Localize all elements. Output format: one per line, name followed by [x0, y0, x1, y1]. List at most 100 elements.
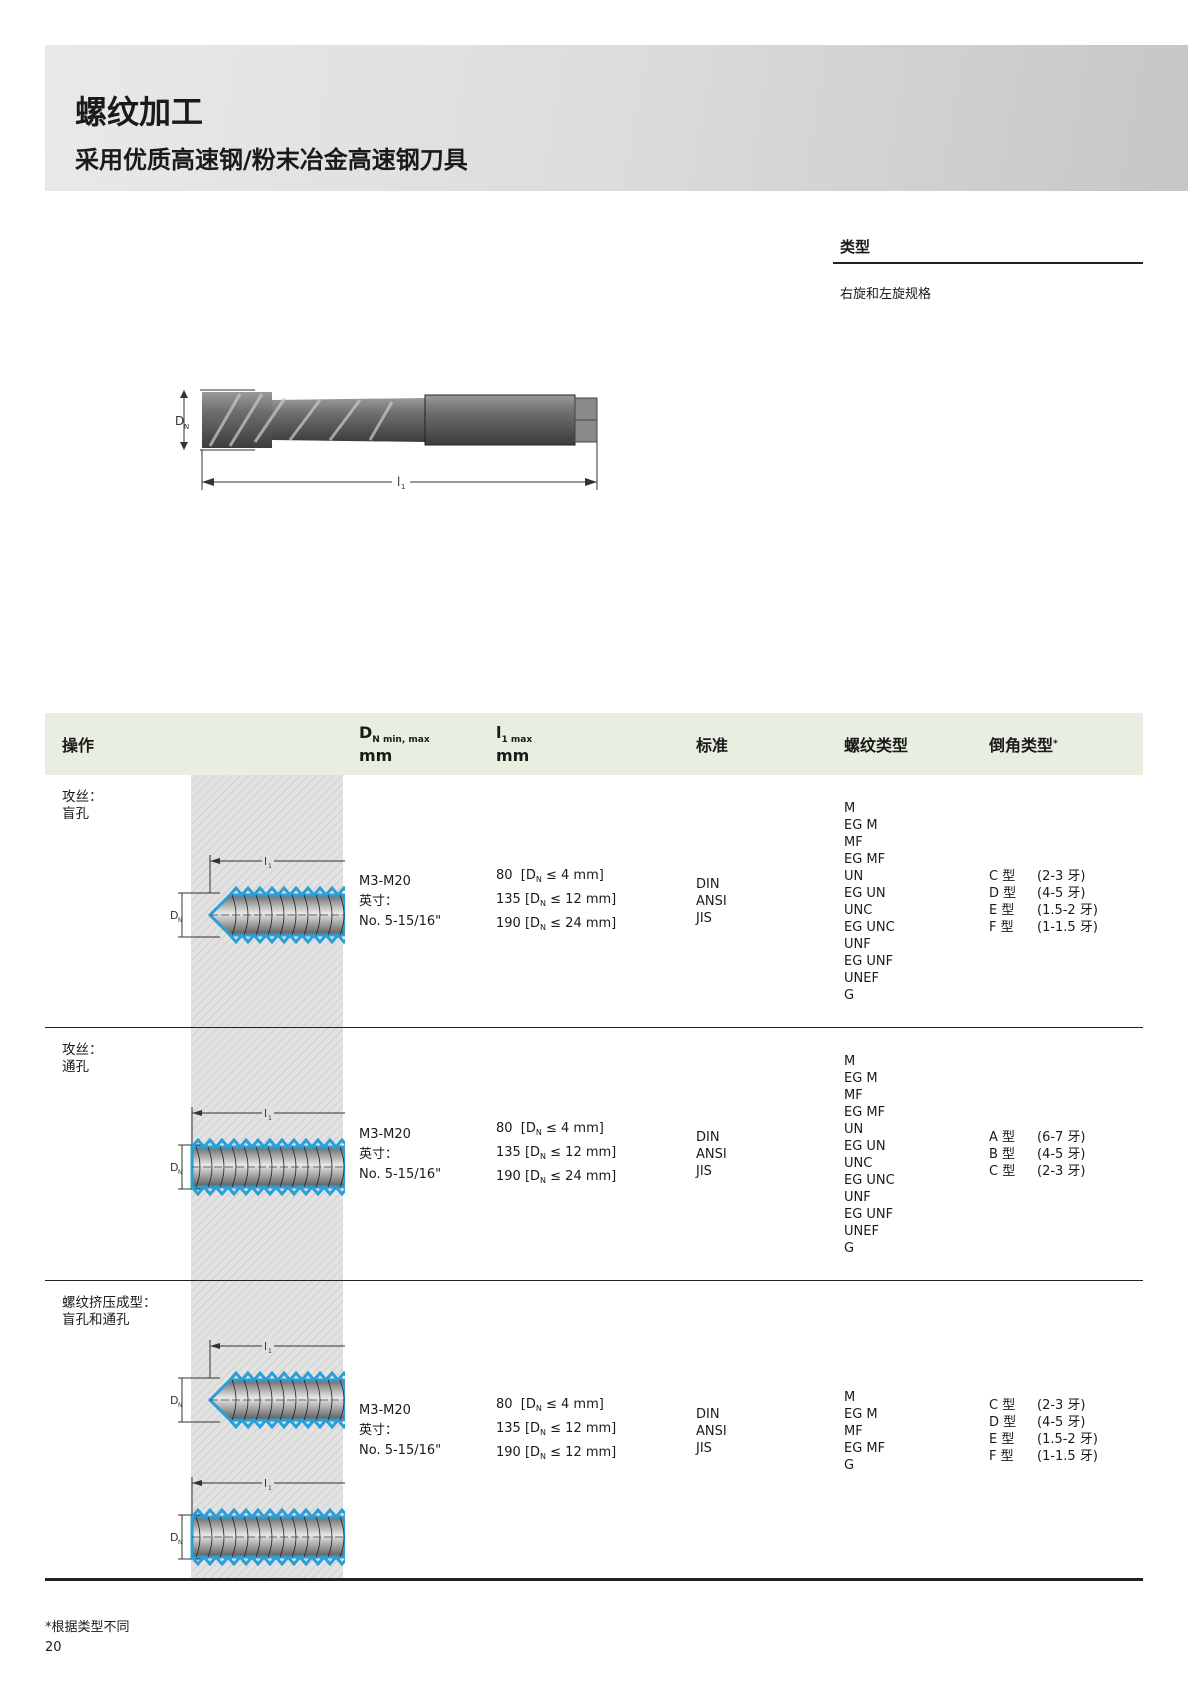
l1-sub: N	[540, 1151, 547, 1161]
col-chamfer: 倒角类型*	[989, 713, 1058, 775]
chamfer-threads: (1-1.5 牙)	[1037, 1449, 1098, 1464]
chamfer-threads: (2-3 牙)	[1037, 1398, 1086, 1413]
svg-text:D: D	[175, 414, 184, 428]
operation-text: 攻丝：	[62, 789, 103, 805]
chamfer-line: B 型(4-5 牙)	[989, 1146, 1086, 1163]
chamfer-threads: (2-3 牙)	[1037, 868, 1086, 884]
chamfer-type: B 型	[989, 1147, 1016, 1162]
svg-text:l: l	[264, 1340, 267, 1353]
dn-value: 英寸：	[359, 1146, 399, 1162]
l1-value: 80 [DN ≤ 4 mm]	[496, 1395, 616, 1419]
thread-type-value: MF	[844, 1087, 863, 1103]
l1-sub: N	[535, 1127, 542, 1137]
chamfer-type: F 型	[989, 1449, 1014, 1464]
standard-value: ANSI	[696, 1147, 727, 1162]
l1-range: ≤ 4 mm]	[541, 867, 604, 883]
thread-type-value: UNEF	[844, 970, 879, 986]
dn-value: M3-M20	[359, 873, 411, 889]
thread-type-value: UNC	[844, 1155, 873, 1171]
l1-cell: 80 [DN ≤ 4 mm]135 [DN ≤ 12 mm]190 [DN ≤ …	[496, 1028, 616, 1281]
thread-type-value: G	[844, 1240, 855, 1256]
svg-text:N: N	[178, 1169, 183, 1176]
l1-range: ≤ 4 mm]	[541, 1120, 604, 1136]
svg-text:1: 1	[268, 1115, 272, 1122]
chamfer-type: C 型	[989, 1164, 1016, 1179]
svg-text:D: D	[170, 1531, 178, 1544]
l1-sub: N	[540, 1452, 547, 1461]
dn-value: No. 5-15/16"	[359, 913, 442, 929]
l1-length: 80 [D	[496, 867, 536, 883]
l1-length: 80 [D	[496, 1120, 536, 1136]
thread-type-value: UN	[844, 1121, 864, 1137]
l1-range: ≤ 4 mm]	[541, 1397, 604, 1412]
chamfer-type: D 型	[989, 885, 1017, 901]
chamfer-line: C 型(2-3 牙)	[989, 868, 1098, 885]
thread-type-value: MF	[844, 1423, 863, 1439]
svg-text:N: N	[178, 917, 183, 924]
l1-range: ≤ 12 mm]	[546, 1421, 617, 1436]
chamfer-line: C 型(2-3 牙)	[989, 1397, 1098, 1414]
dn-value: No. 5-15/16"	[359, 1166, 442, 1182]
thread-type-value: EG UNF	[844, 1206, 894, 1222]
operation-cell: 攻丝：通孔	[62, 1042, 103, 1076]
chamfer-type: E 型	[989, 1432, 1015, 1447]
dn-value: M3-M20	[359, 1126, 411, 1142]
thread-type-value: EG MF	[844, 851, 886, 867]
svg-text:l: l	[264, 1477, 267, 1490]
page-subtitle: 采用优质高速钢/粉末冶金高速钢刀具	[75, 146, 468, 174]
chamfer-type: E 型	[989, 902, 1015, 918]
dn-symbol: D	[359, 722, 373, 742]
l1-range: ≤ 12 mm]	[546, 1445, 617, 1460]
chamfer-line: D 型 (4-5 牙)	[989, 885, 1098, 902]
dn-value: M3-M20	[359, 1403, 411, 1418]
thread-type-value: UNF	[844, 1189, 871, 1205]
thread-type-value: UNC	[844, 902, 873, 918]
standard-value: JIS	[696, 1164, 712, 1179]
operation-cell: 螺纹挤压成型：盲孔和通孔	[62, 1295, 157, 1329]
dn-value: 英寸：	[359, 1423, 399, 1438]
thread-type-value: EG M	[844, 1070, 878, 1086]
page-header: 螺纹加工 采用优质高速钢/粉末冶金高速钢刀具	[45, 45, 1188, 191]
chamfer-threads: (1-1.5 牙)	[1037, 919, 1098, 935]
thread-type-value: G	[844, 987, 855, 1003]
l1-subscript: 1 max	[501, 735, 533, 746]
l1-length: 80 [D	[496, 1397, 536, 1412]
col-thread-type: 螺纹类型	[844, 736, 909, 755]
chamfer-threads: (1.5-2 牙)	[1037, 1432, 1098, 1447]
l1-value: 190 [DN ≤ 24 mm]	[496, 914, 616, 938]
l1-value: 80 [DN ≤ 4 mm]	[496, 866, 616, 890]
l1-length: 190 [D	[496, 915, 541, 931]
chamfer-line: D 型(4-5 牙)	[989, 1414, 1098, 1431]
standard-value: ANSI	[696, 1423, 727, 1439]
chamfer-threads: (2-3 牙)	[1037, 1164, 1086, 1179]
type-divider	[833, 262, 1143, 264]
svg-text:l: l	[264, 855, 267, 868]
l1-range: ≤ 12 mm]	[546, 891, 617, 907]
standard-value: DIN	[696, 1406, 720, 1422]
chamfer-cell: A 型(6-7 牙)B 型(4-5 牙)C 型(2-3 牙)	[989, 1028, 1086, 1281]
l1-unit: mm	[496, 746, 530, 766]
thread-type-value: M	[844, 1053, 856, 1069]
thread-type-value: EG UNC	[844, 919, 895, 935]
page-number: 20	[45, 1640, 62, 1655]
chamfer-threads: (4-5 牙)	[1037, 885, 1086, 901]
standard-value: DIN	[696, 877, 720, 892]
chamfer-cell: C 型(2-3 牙)D 型(4-5 牙)E 型 (1.5-2 牙) F 型 (1-1.…	[989, 1281, 1098, 1581]
chamfer-line: F 型 (1-1.5 牙)	[989, 1448, 1098, 1465]
svg-text:1: 1	[268, 1485, 272, 1492]
dn-subscript: N min, max	[372, 735, 430, 746]
dn-unit: mm	[359, 746, 393, 766]
l1-value: 190 [DN ≤ 24 mm]	[496, 1167, 616, 1191]
svg-text:D: D	[170, 1161, 178, 1174]
row-divider	[45, 1279, 1143, 1281]
l1-length: 135 [D	[496, 891, 541, 907]
chamfer-line: F 型(1-1.5 牙)	[989, 919, 1098, 936]
